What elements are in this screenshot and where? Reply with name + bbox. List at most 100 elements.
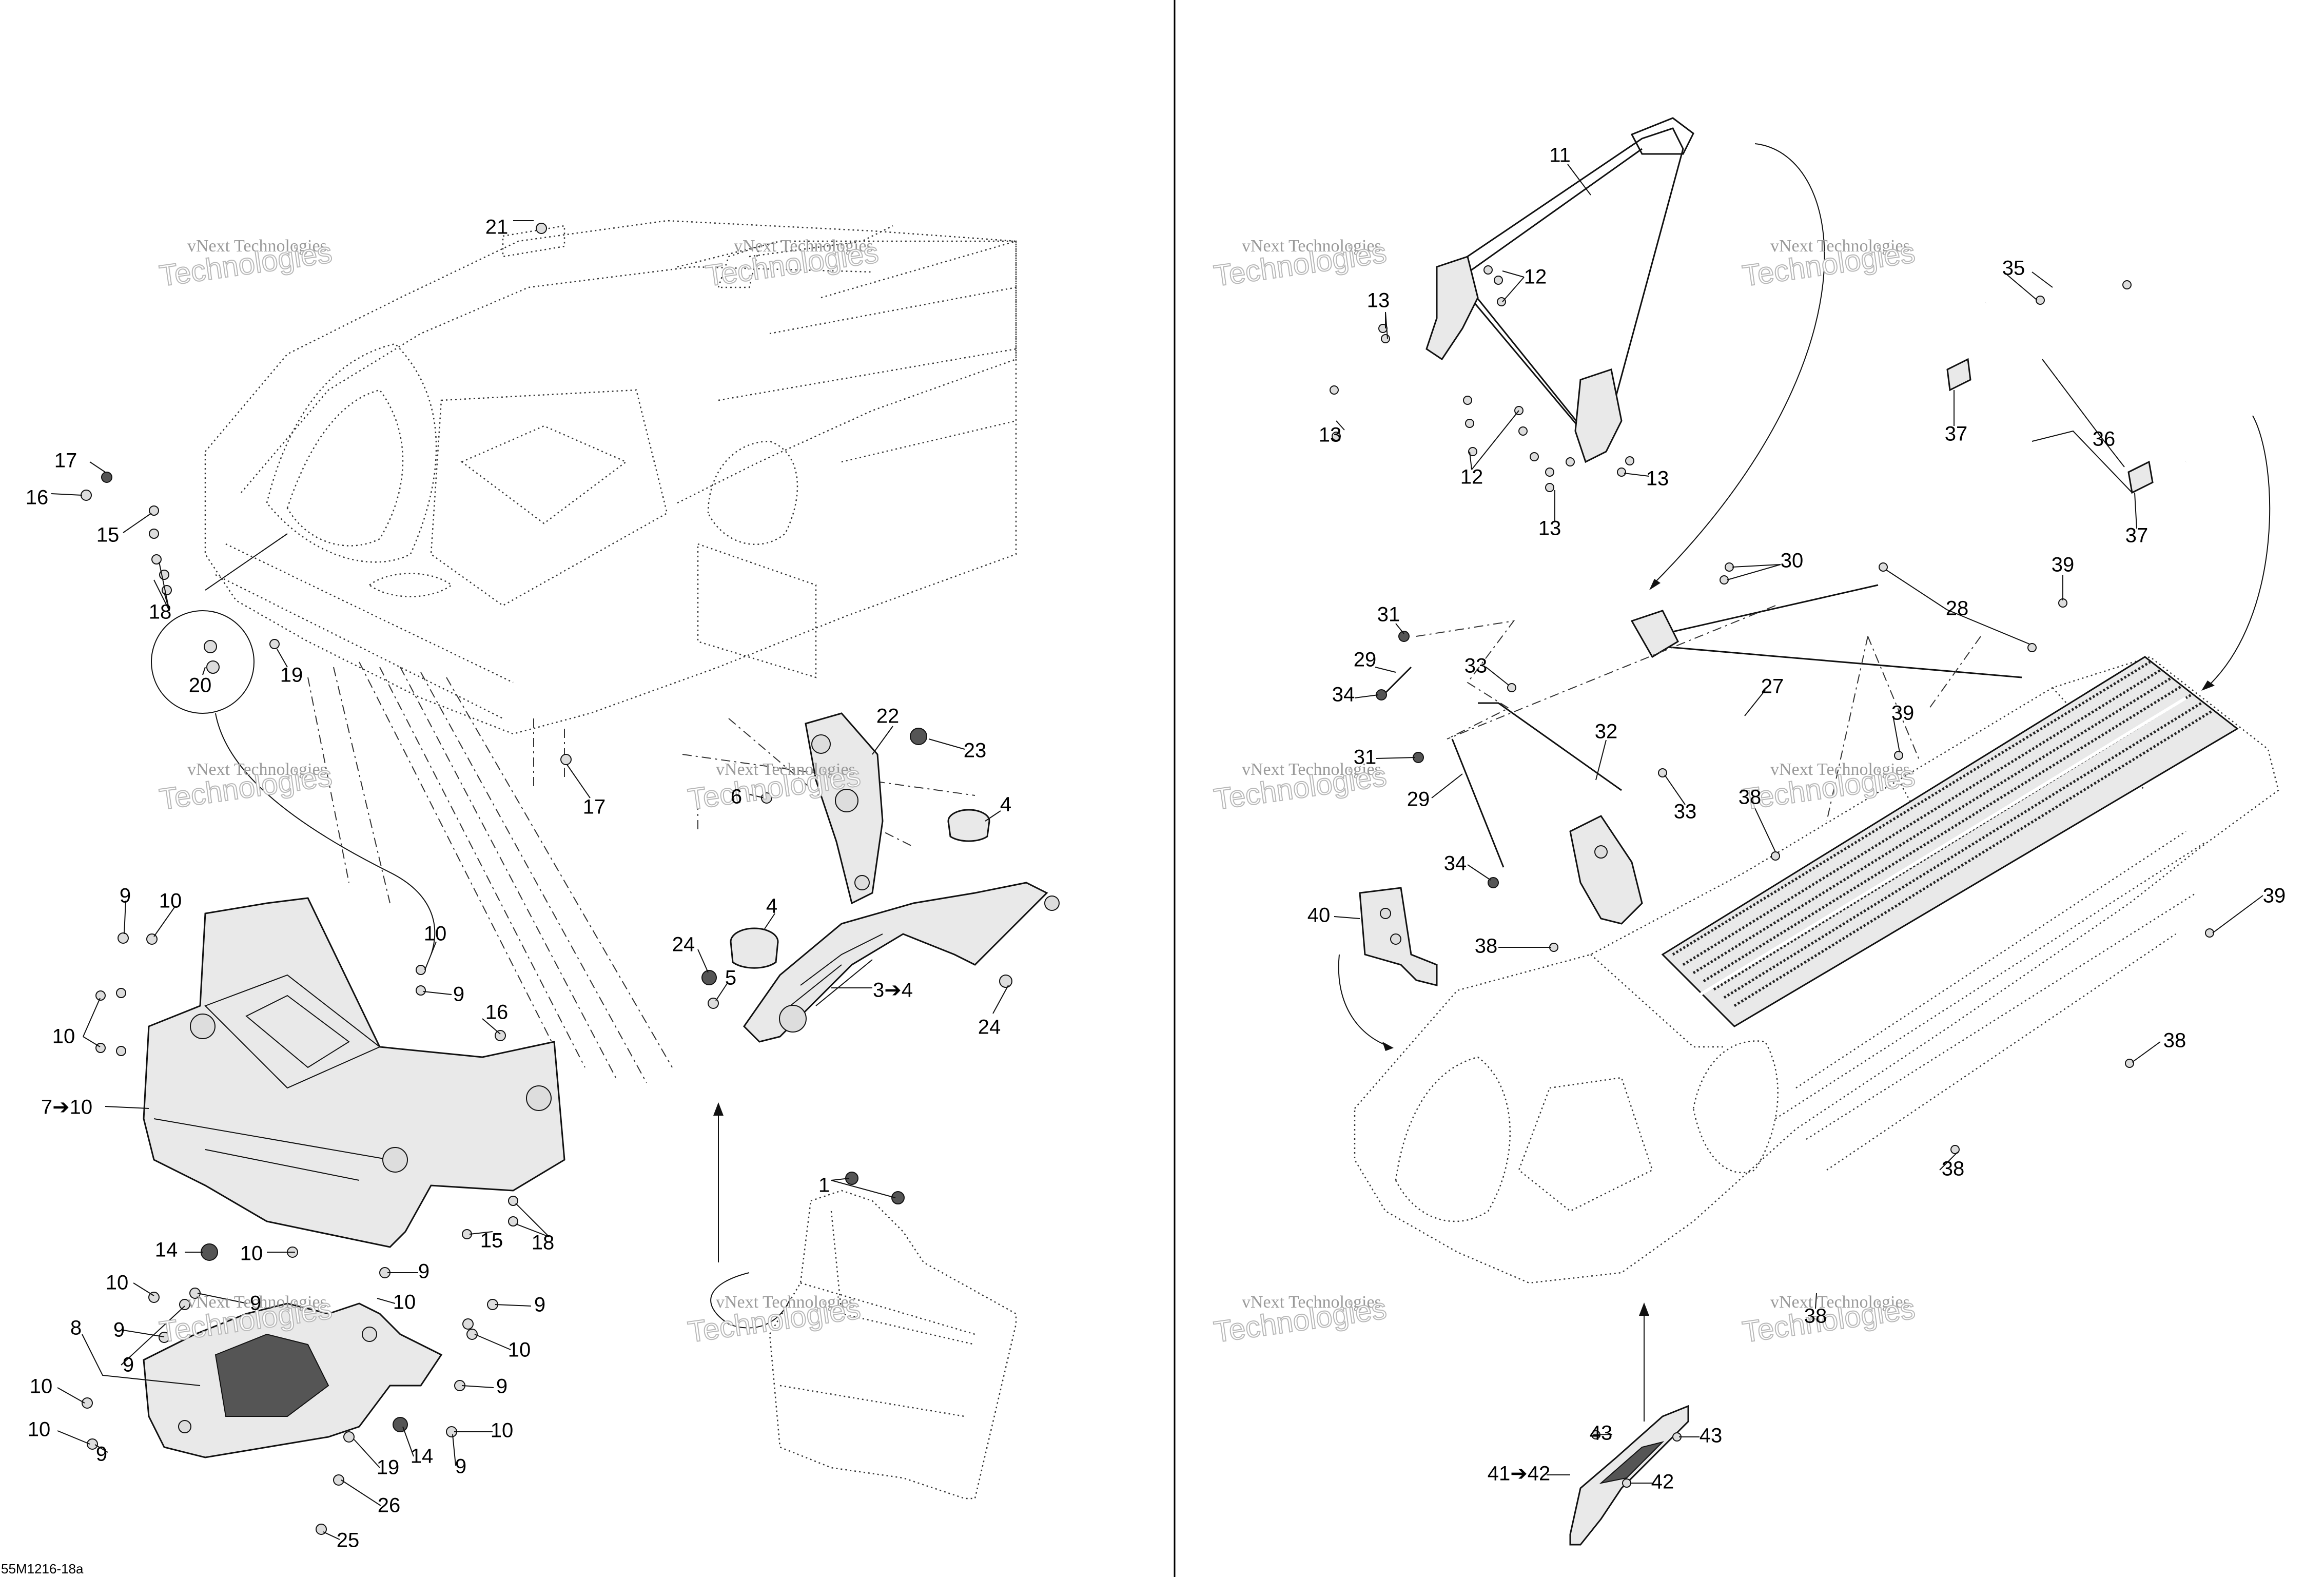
callout-10: 10: [424, 923, 447, 945]
callout-19: 19: [280, 664, 303, 687]
callout-16: 16: [26, 486, 49, 509]
callout-10: 10: [106, 1272, 129, 1294]
watermark-text: vNext Technologies: [1242, 237, 1381, 256]
watermark-text: vNext Technologies: [1770, 760, 1910, 779]
rod-assembly: [1384, 584, 2022, 868]
callout-39: 39: [1891, 702, 1915, 725]
callout-9: 9: [120, 885, 131, 907]
callout-12: 12: [1524, 266, 1547, 288]
callout-24: 24: [978, 1016, 1001, 1039]
callout-37: 37: [1945, 423, 1968, 445]
grab-handle-35: [1946, 224, 2294, 691]
callout-6: 6: [731, 786, 742, 808]
callout-38: 38: [1804, 1305, 1827, 1328]
callout-7-10: 7➔10: [41, 1096, 92, 1119]
callout-19: 19: [377, 1456, 400, 1479]
callout-26: 26: [378, 1494, 401, 1517]
callout-11: 11: [1549, 144, 1571, 167]
callout-24: 24: [672, 933, 695, 956]
detail-circle-20: [151, 610, 255, 714]
leaders-left: [51, 220, 1009, 1540]
skid-plate-7-10: [143, 897, 565, 1248]
arm-3-4: [743, 882, 1060, 1043]
callout-13: 13: [1367, 289, 1390, 312]
plug-4-right: [947, 809, 990, 842]
callout-17: 17: [583, 796, 606, 819]
callout-9: 9: [453, 983, 464, 1006]
callout-10: 10: [393, 1291, 416, 1314]
callout-38: 38: [1739, 786, 1762, 809]
callout-27: 27: [1761, 675, 1784, 698]
callout-28: 28: [1946, 597, 1969, 620]
callout-34: 34: [1332, 684, 1355, 706]
reference-code: 55M1216-18a: [1, 1561, 84, 1576]
watermark-text: vNext Technologies: [1770, 237, 1910, 256]
callout-10: 10: [240, 1242, 263, 1265]
callout-1: 1: [818, 1174, 830, 1197]
callout-9: 9: [96, 1443, 107, 1466]
callout-38: 38: [2163, 1029, 2186, 1052]
lower-bracket-8: [143, 1302, 443, 1458]
watermark-text: vNext Technologies: [734, 237, 873, 256]
callout-38: 38: [1475, 935, 1498, 958]
fasteners-right: [1330, 265, 2214, 1488]
watermark-text: vNext Technologies: [716, 760, 855, 779]
leader-curve-20: [215, 713, 436, 955]
callout-10: 10: [491, 1419, 514, 1442]
callout-42: 42: [1651, 1471, 1674, 1493]
callout-9: 9: [496, 1375, 507, 1398]
callout-30: 30: [1781, 550, 1804, 572]
callout-43: 43: [1590, 1422, 1613, 1445]
radiator-module: [769, 1190, 1017, 1500]
nut-23: [910, 728, 927, 745]
callout-39: 39: [2263, 885, 2286, 907]
callout-43: 43: [1700, 1425, 1723, 1447]
bracket-22: [805, 712, 884, 905]
callout-4: 4: [766, 895, 777, 918]
callout-31: 31: [1354, 746, 1377, 769]
left-panel: [51, 220, 1060, 1540]
callout-29: 29: [1354, 649, 1377, 671]
watermark-text: vNext Technologies: [716, 1293, 855, 1312]
callout-9: 9: [418, 1260, 429, 1283]
rail-slider-41: [1569, 1405, 1689, 1546]
callout-34: 34: [1444, 852, 1467, 875]
leaders-right: [1334, 164, 2263, 1484]
callout-23: 23: [964, 739, 987, 762]
plug-4-left: [730, 927, 779, 969]
watermark-text: vNext Technologies: [187, 237, 327, 256]
callout-33: 33: [1674, 801, 1697, 823]
callout-13: 13: [1319, 424, 1342, 446]
callout-32: 32: [1595, 721, 1618, 743]
callout-9: 9: [250, 1292, 261, 1315]
heat-exchanger: [1661, 656, 2239, 1027]
callout-10: 10: [508, 1339, 531, 1361]
watermark-text: vNext Technologies: [1242, 760, 1381, 779]
front-frame-assembly: [204, 220, 1017, 735]
callout-3-4: 3➔4: [873, 979, 913, 1002]
watermark-text: vNext Technologies: [1242, 1293, 1381, 1312]
callout-14: 14: [155, 1239, 178, 1261]
callout-36: 36: [2093, 428, 2116, 451]
callout-12: 12: [1460, 466, 1483, 489]
callout-9: 9: [113, 1319, 125, 1341]
assembly-lines-left: [307, 661, 975, 1083]
watermark-text: vNext Technologies: [1770, 1293, 1910, 1312]
callout-37: 37: [2125, 524, 2149, 547]
callout-8: 8: [70, 1317, 82, 1339]
callout-9: 9: [455, 1455, 466, 1478]
callout-35: 35: [2002, 257, 2025, 280]
callout-41-42: 41➔42: [1488, 1463, 1551, 1485]
callout-15: 15: [96, 524, 120, 547]
callout-18: 18: [149, 601, 172, 624]
callout-10: 10: [28, 1418, 51, 1441]
callout-39: 39: [2052, 554, 2075, 576]
callout-10: 10: [30, 1375, 53, 1398]
callout-20: 20: [189, 674, 212, 697]
callout-16: 16: [485, 1001, 509, 1024]
callout-29: 29: [1407, 788, 1430, 811]
callout-22: 22: [876, 705, 900, 728]
steering-support-11: [1425, 117, 1825, 590]
